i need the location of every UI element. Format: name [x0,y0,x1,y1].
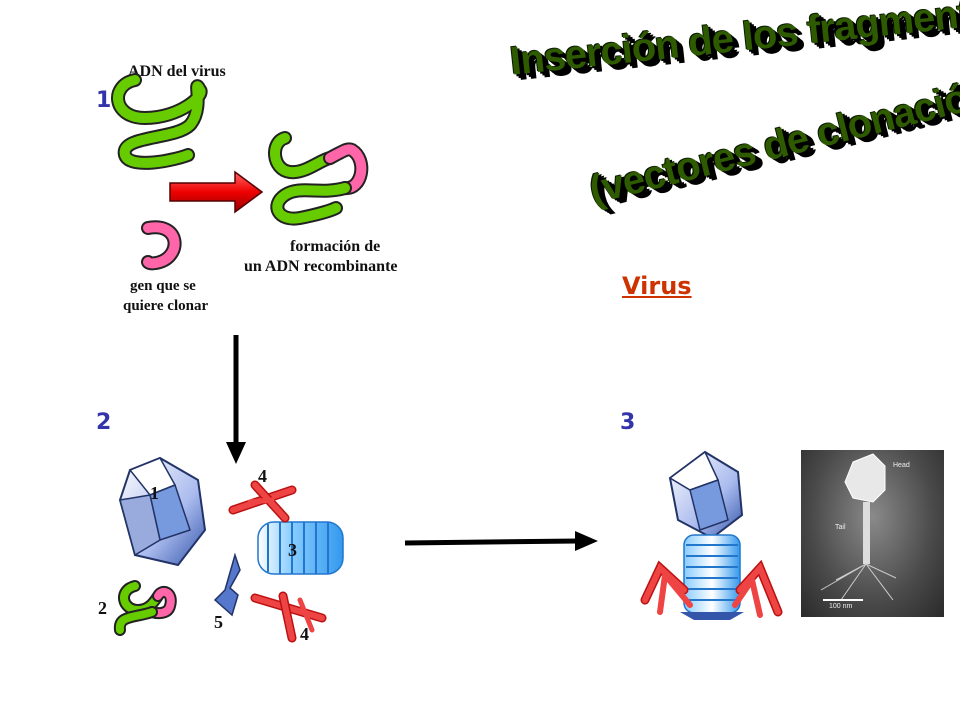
component-label-5: 5 [214,612,223,632]
recombinant-label-line-1: formación de [290,238,381,255]
virus-label: Virus [622,272,692,300]
capsid-head [118,456,207,567]
component-label-3: 3 [288,540,297,560]
assembled-capsid [668,450,744,540]
red-arrow [169,170,264,214]
viral-dna-strand [111,73,208,170]
recombinant-dna [268,131,369,226]
step-number-1: 1 [96,88,112,113]
component-label-4-top: 4 [258,466,267,486]
tail-sheath [257,521,344,575]
micrograph-head-label: Head [893,462,910,469]
micrograph-phage-shape [820,453,897,601]
recombinant-label-line-2: un ADN recombinante [244,258,398,275]
micrograph-scale-label: 100 nm [829,603,853,610]
gene-label-line-2: quiere clonar [123,298,209,314]
tail-fiber-top [228,480,297,523]
step-number-2: 2 [96,410,112,435]
tail-fiber-bottom [250,591,327,643]
component-label-2: 2 [98,598,107,618]
component-label-4-bottom: 4 [300,624,309,644]
step-number-3: 3 [620,410,636,435]
small-recombinant-dna [113,580,177,636]
assembled-tail-fibers [640,559,783,618]
assembled-tail [680,534,744,620]
baseplate [213,552,241,617]
gene-label-line-1: gen que se [130,278,196,294]
viral-dna-label: ADN del virus [128,63,226,80]
component-label-1: 1 [150,483,159,503]
gene-fragment [141,220,182,271]
electron-micrograph: Head Tail 100 nm [801,450,944,617]
micrograph-tail-label: Tail [835,524,846,531]
